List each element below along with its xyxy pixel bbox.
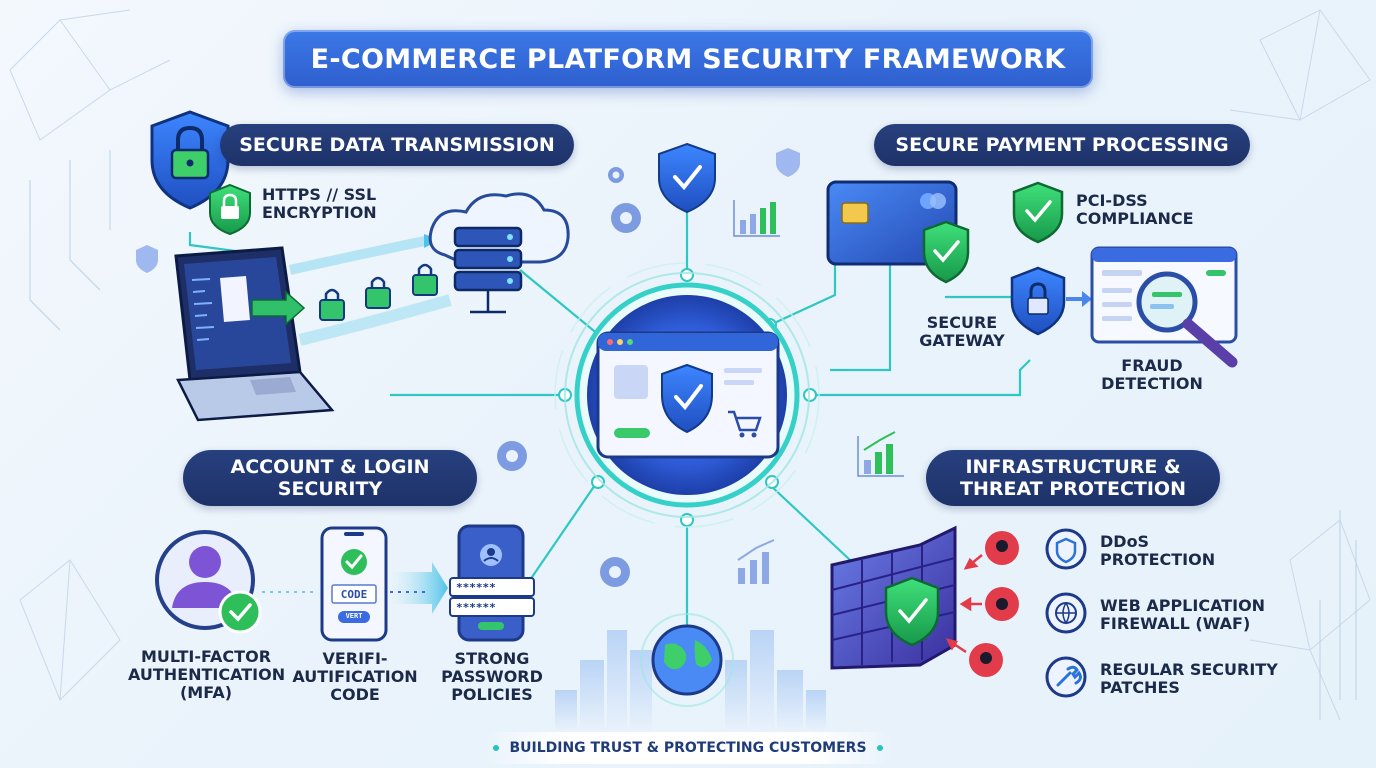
section-heading-payment: SECURE PAYMENT PROCESSING bbox=[874, 124, 1250, 166]
https-lock-icon bbox=[209, 183, 251, 236]
waf-label: WEB APPLICATION FIREWALL (WAF) bbox=[1100, 596, 1266, 633]
decorative-icons bbox=[136, 148, 904, 587]
https-ssl-label: HTTPS // SSL ENCRYPTION bbox=[262, 185, 377, 222]
password-field-2: ****** bbox=[456, 601, 496, 614]
globe-icon bbox=[640, 613, 734, 707]
page-title: E-COMMERCE PLATFORM SECURITY FRAMEWORK bbox=[283, 30, 1093, 88]
credit-card-illustration bbox=[826, 180, 970, 284]
password-phone-illustration bbox=[449, 524, 535, 642]
threat-icons bbox=[945, 531, 1019, 677]
transmission-stream bbox=[288, 234, 452, 346]
phone-illustration bbox=[320, 526, 388, 642]
mfa-label: MULTI-FACTOR AUTHENTICATION (MFA) bbox=[128, 647, 286, 702]
mfa-flow-arrow bbox=[262, 562, 448, 614]
footer-dot-left bbox=[493, 745, 500, 751]
top-shield-icon bbox=[658, 142, 716, 214]
background-network bbox=[9, 9, 1371, 721]
main-lock-shield-icon bbox=[150, 110, 230, 210]
security-patches-label: REGULAR SECURITY PATCHES bbox=[1100, 660, 1278, 697]
fraud-detection-illustration bbox=[1090, 246, 1238, 368]
city-skyline bbox=[555, 630, 826, 730]
password-policies-label: STRONG PASSWORD POLICIES bbox=[441, 649, 543, 704]
section-heading-account: ACCOUNT & LOGIN SECURITY bbox=[183, 450, 477, 506]
gateway-lock-shield-icon bbox=[1010, 266, 1092, 336]
section-heading-data-transmission: SECURE DATA TRANSMISSION bbox=[220, 124, 574, 166]
firewall-illustration bbox=[830, 525, 957, 670]
user-avatar-illustration bbox=[155, 530, 262, 634]
section-heading-infrastructure: INFRASTRUCTURE & THREAT PROTECTION bbox=[926, 450, 1220, 506]
footer-text: BUILDING TRUST & PROTECTING CUSTOMERS bbox=[509, 740, 867, 756]
pci-dss-label: PCI-DSS COMPLIANCE bbox=[1076, 191, 1194, 228]
infrastructure-item-icons bbox=[1045, 528, 1087, 698]
pci-shield-icon bbox=[1012, 181, 1064, 244]
cloud-server-illustration bbox=[428, 192, 570, 314]
footer-banner: BUILDING TRUST & PROTECTING CUSTOMERS bbox=[483, 732, 893, 764]
password-field-1: ****** bbox=[456, 581, 496, 594]
code-text: CODE bbox=[340, 588, 368, 601]
secure-gateway-label: SECURE GATEWAY bbox=[919, 313, 1005, 350]
fraud-detection-label: FRAUD DETECTION bbox=[1101, 356, 1203, 393]
laptop-illustration bbox=[174, 246, 335, 422]
footer-dot-right bbox=[876, 745, 883, 751]
ddos-protection-label: DDoS PROTECTION bbox=[1100, 532, 1216, 569]
central-hub bbox=[554, 262, 820, 528]
verification-code-label: VERIFI- AUTIFICATION CODE bbox=[292, 649, 418, 704]
vert-text: VERT bbox=[345, 612, 363, 620]
